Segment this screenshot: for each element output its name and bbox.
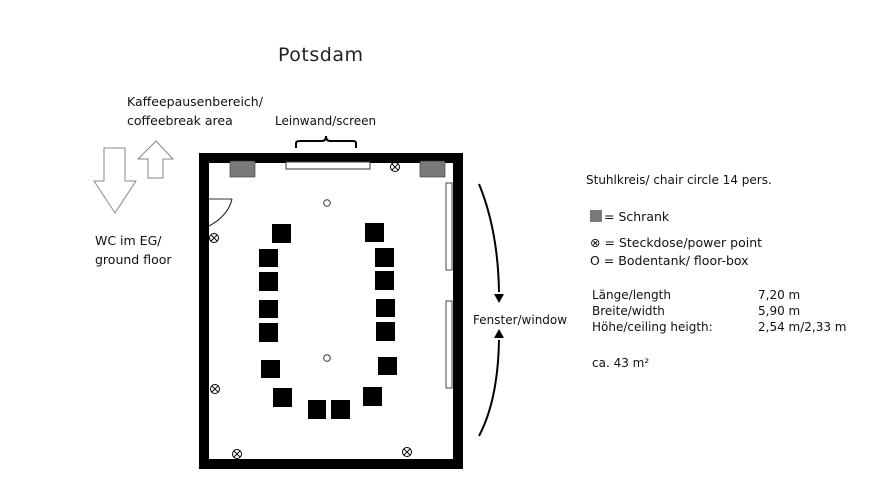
window-label: Fenster/window <box>473 313 568 327</box>
legend-floor-box: O = Bodentank/ floor-box <box>590 253 749 268</box>
legend-cabinet-text: = Schrank <box>604 209 670 224</box>
page-title: Potsdam <box>278 44 364 66</box>
chair <box>331 400 350 419</box>
chair <box>259 323 278 342</box>
door-icon <box>208 198 233 227</box>
legend-power-point: ⊗ = Steckdose/power point <box>590 234 762 251</box>
window-upper <box>445 182 453 271</box>
floor-box-icon <box>323 199 331 207</box>
dimension-label: Länge/length <box>592 288 671 302</box>
chair <box>308 400 326 419</box>
screen-brace-icon <box>295 135 357 148</box>
projection-screen <box>285 161 371 170</box>
chair <box>375 271 394 290</box>
wc-label-en: ground floor <box>95 252 172 267</box>
chair <box>272 224 291 243</box>
dimension-label: Breite/width <box>592 304 665 318</box>
power-point-icon <box>402 447 412 457</box>
legend-cabinet: = Schrank <box>590 208 669 225</box>
coffeebreak-label: Kaffeepausenbereich/ coffeebreak area <box>127 92 263 130</box>
power-point-icon <box>390 162 400 172</box>
dimension-row: Länge/length 7,20 m <box>592 287 847 303</box>
cabinet-swatch-icon <box>590 210 602 222</box>
chair <box>365 223 384 242</box>
floor-box-icon <box>323 354 331 362</box>
dimension-row: Breite/width 5,90 m <box>592 303 847 319</box>
chair <box>259 249 278 267</box>
chair <box>376 299 395 317</box>
window-arrows-icon <box>478 183 504 437</box>
chair-circle-label: Stuhlkreis/ chair circle 14 pers. <box>586 173 772 187</box>
power-point-icon <box>232 449 242 459</box>
dimension-label: Höhe/ceiling heigth: <box>592 320 713 334</box>
legend-power-point-text: = Steckdose/power point <box>604 235 763 250</box>
cabinet-right <box>419 160 446 178</box>
power-point-icon <box>209 233 219 243</box>
dimensions-table: Länge/length 7,20 m Breite/width 5,90 m … <box>592 287 847 335</box>
screen-label: Leinwand/screen <box>275 114 377 128</box>
coffeebreak-label-de: Kaffeepausenbereich/ <box>127 94 263 109</box>
room-walls <box>199 153 463 469</box>
dimension-value: 5,90 m <box>758 304 801 318</box>
chair <box>259 272 278 291</box>
dimension-row: Höhe/ceiling heigth: 2,54 m/2,33 m <box>592 319 847 335</box>
dimension-value: 7,20 m <box>758 288 801 302</box>
wc-label-de: WC im EG/ <box>95 233 162 248</box>
power-point-icon <box>210 384 220 394</box>
cabinet-left <box>229 160 256 178</box>
chair <box>376 322 395 341</box>
chair <box>363 387 382 406</box>
chair <box>261 360 280 378</box>
down-arrow-icon <box>93 147 137 214</box>
coffeebreak-label-en: coffeebreak area <box>127 113 233 128</box>
chair <box>259 300 278 318</box>
area-label: ca. 43 m² <box>592 356 650 370</box>
power-point-icon: ⊗ <box>590 235 601 250</box>
wc-label: WC im EG/ ground floor <box>95 231 172 269</box>
window-lower <box>445 300 453 389</box>
chair <box>378 357 397 375</box>
dimension-value: 2,54 m/2,33 m <box>758 320 847 334</box>
up-arrow-icon <box>136 140 175 179</box>
chair <box>273 388 292 407</box>
chair <box>375 248 394 267</box>
